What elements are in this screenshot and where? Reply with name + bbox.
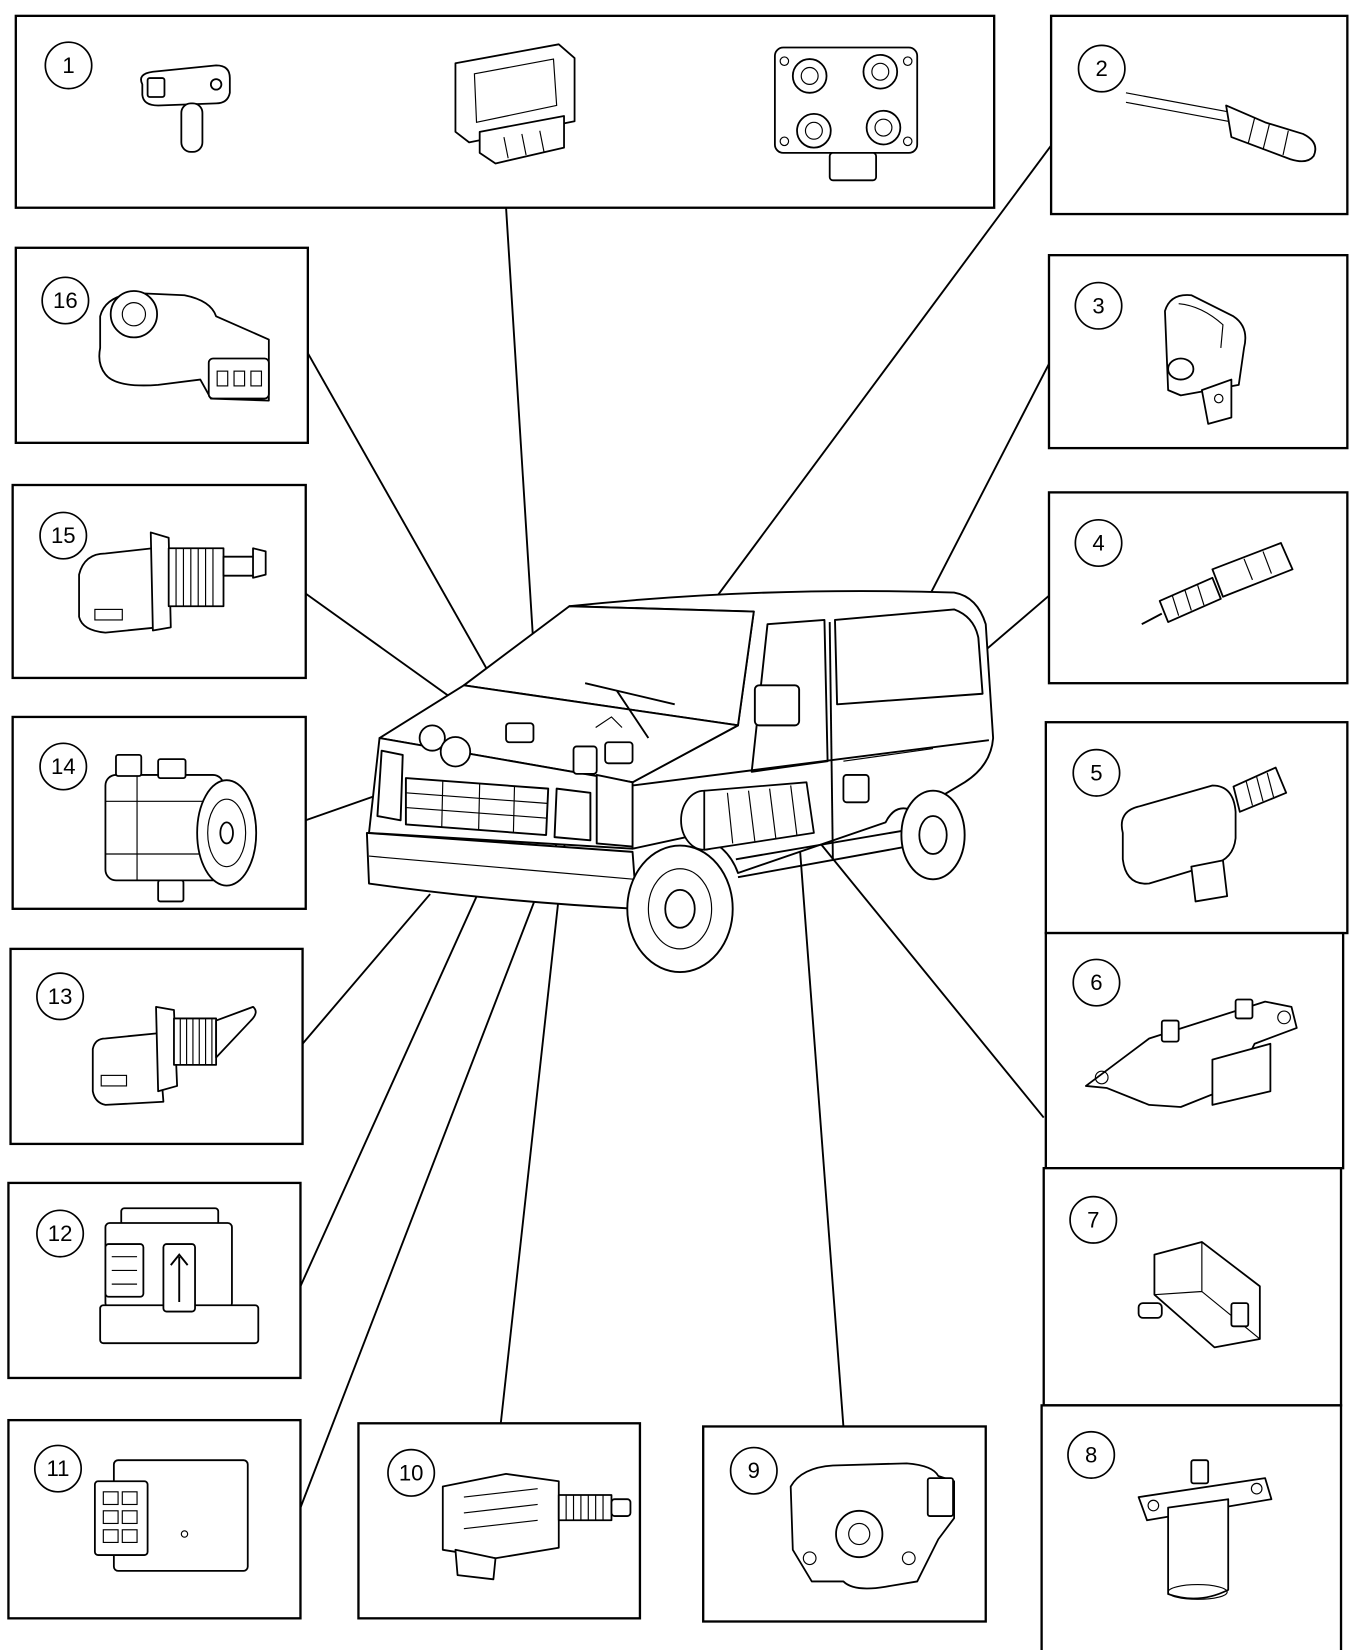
van-grille <box>404 777 550 836</box>
callout-number-5: 5 <box>1090 760 1102 785</box>
callout-number-2: 2 <box>1096 56 1108 81</box>
callout-box-6: 6 <box>1044 931 1345 1170</box>
range-sensor-drawing <box>789 1462 956 1590</box>
camshaft-sensor-drawing <box>140 64 231 153</box>
control-module-drawing <box>93 1459 249 1572</box>
callout-box-4: 4 <box>1047 491 1349 685</box>
van-front-wheel <box>626 844 734 974</box>
callout-box-10: 10 <box>357 1422 642 1620</box>
van-door-edge <box>828 622 834 860</box>
shift-solenoid-drawing <box>1137 1459 1273 1600</box>
callout-box-3: 3 <box>1047 254 1349 450</box>
throttle-position-sensor-drawing <box>98 290 270 402</box>
callout-number-15: 15 <box>51 523 76 548</box>
callout-box-12: 12 <box>7 1181 302 1380</box>
callout-number-10: 10 <box>399 1460 424 1485</box>
speed-sensor-drawing <box>1141 542 1294 626</box>
callout-number-6: 6 <box>1090 970 1102 995</box>
callout-box-15: 15 <box>11 483 307 680</box>
van-headlight-right <box>553 787 592 842</box>
van-rear-wheel <box>900 789 966 881</box>
leader-line-9 <box>798 838 845 1427</box>
callout-number-11: 11 <box>47 1456 70 1481</box>
van-engine-components <box>418 716 634 775</box>
callout-number-16: 16 <box>53 288 78 313</box>
callout-number-8: 8 <box>1085 1442 1097 1467</box>
van-rear-side-window <box>834 608 984 706</box>
callout-box-13: 13 <box>9 947 304 1146</box>
pressure-sensor-drawing <box>1137 1241 1261 1349</box>
callout-number-12: 12 <box>48 1221 73 1246</box>
switch-sensor-drawing <box>441 1473 632 1581</box>
van-wipers <box>584 682 675 739</box>
ignition-coil-pack-drawing <box>773 46 919 182</box>
van-bumper-crease <box>368 855 635 880</box>
callout-box-11: 11 <box>7 1418 302 1620</box>
callout-box-9: 9 <box>702 1425 987 1623</box>
van-grille-bars <box>405 781 548 832</box>
leader-line-13 <box>301 893 431 1045</box>
callout-box-14: 14 <box>11 715 307 910</box>
van-transmission <box>680 774 870 851</box>
van-side-mirror <box>753 684 801 727</box>
solenoid-drawing <box>1120 766 1288 903</box>
ac-compressor-drawing <box>104 753 258 903</box>
callout-number-4: 4 <box>1092 530 1104 555</box>
oxygen-sensor-drawing <box>1125 92 1317 163</box>
mass-airflow-sensor-drawing <box>99 1207 260 1345</box>
leader-line-6 <box>811 832 1045 1119</box>
callout-box-7: 7 <box>1042 1167 1343 1407</box>
van-side-trim <box>843 747 934 762</box>
callout-number-7: 7 <box>1087 1207 1099 1232</box>
callout-box-8: 8 <box>1040 1404 1343 1650</box>
callout-number-1: 1 <box>62 53 74 78</box>
ignition-module-drawing <box>454 43 576 165</box>
callout-box-2: 2 <box>1049 14 1349 216</box>
van-headlight-left <box>376 749 404 822</box>
leader-line-14 <box>305 791 385 822</box>
position-sensor-drawing <box>1164 294 1247 425</box>
callout-box-5: 5 <box>1044 721 1349 935</box>
callout-box-1: 1 <box>14 14 996 209</box>
callout-number-9: 9 <box>748 1458 760 1483</box>
air-temperature-sensor-drawing <box>78 531 267 634</box>
callout-box-16: 16 <box>14 246 310 444</box>
van-rocker-panel <box>735 827 916 879</box>
callout-number-14: 14 <box>51 754 76 779</box>
callout-number-13: 13 <box>48 984 73 1009</box>
van-belt-line <box>632 739 990 787</box>
van-front-corner <box>595 773 634 848</box>
van-front-bumper <box>365 831 638 910</box>
van-illustration <box>365 590 995 974</box>
callout-number-3: 3 <box>1092 293 1104 318</box>
coolant-temperature-sensor-drawing <box>91 1005 257 1106</box>
bracket-sensor-drawing <box>1084 998 1298 1108</box>
